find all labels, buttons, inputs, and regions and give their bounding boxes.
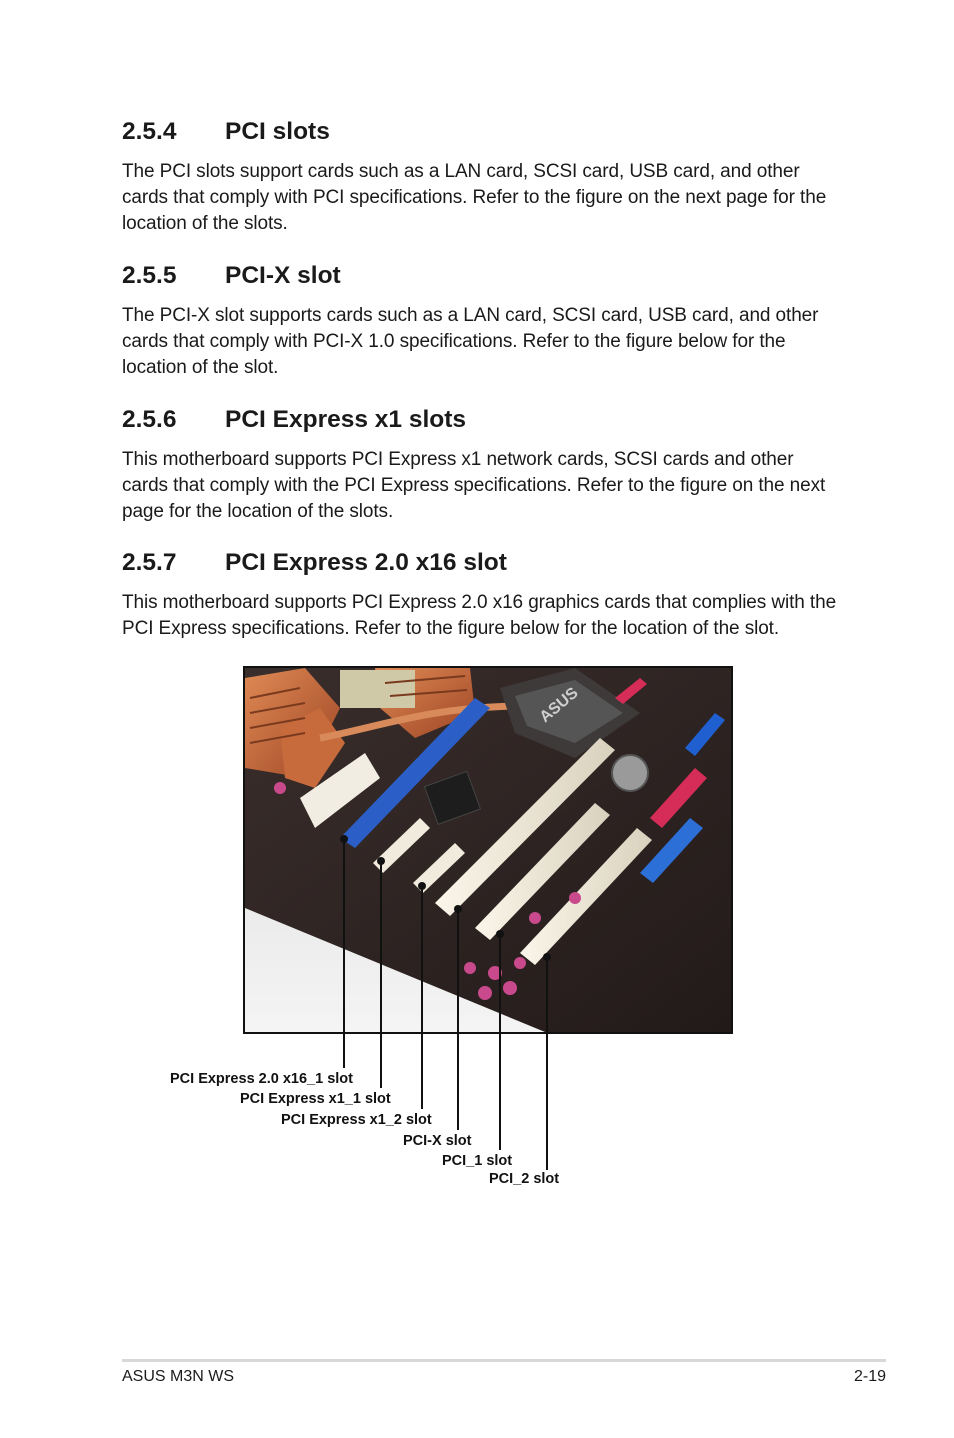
callout-label-pcie-x1-2: PCI Express x1_2 slot xyxy=(281,1112,432,1128)
atx-power-connector xyxy=(300,753,380,828)
callout-label-pcie-x1-1: PCI Express x1_1 slot xyxy=(240,1091,391,1107)
section-number: 2.5.7 xyxy=(122,549,177,576)
controller-chip xyxy=(423,770,482,825)
ide-connector xyxy=(685,713,725,756)
section-number: 2.5.4 xyxy=(122,118,177,145)
section-body: This motherboard supports PCI Express 2.… xyxy=(122,592,837,639)
connector-red-top xyxy=(615,678,647,704)
pcie-x1-slot-2 xyxy=(413,843,465,893)
capacitors xyxy=(274,782,581,1000)
section-heading: 2.5.4 PCI slots xyxy=(122,118,842,148)
pcix-slot xyxy=(435,738,615,916)
footer-divider xyxy=(122,1359,886,1362)
motherboard-illustration: ASUS xyxy=(245,668,731,1032)
motherboard-photo: ASUS xyxy=(243,666,733,1034)
pcie-x1-slot-1 xyxy=(373,818,430,873)
footer-product-name: ASUS M3N WS xyxy=(122,1368,235,1385)
section-title: PCI slots xyxy=(225,118,330,145)
callout-label-pci-2: PCI_2 slot xyxy=(489,1171,560,1187)
section-pci-x-slot: 2.5.5 PCI-X slot The PCI-X slot supports… xyxy=(122,262,842,381)
sata-connectors-red xyxy=(650,768,707,828)
cpu-socket xyxy=(340,670,415,708)
section-number: 2.5.6 xyxy=(122,406,177,433)
section-title: PCI Express 2.0 x16 slot xyxy=(225,549,507,576)
cmos-battery xyxy=(611,754,649,792)
callout-label-pcix: PCI-X slot xyxy=(403,1133,472,1149)
section-title: PCI-X slot xyxy=(225,262,341,289)
section-body: The PCI slots support cards such as a LA… xyxy=(122,161,827,234)
section-body: The PCI-X slot supports cards such as a … xyxy=(122,305,819,378)
chipset-heatsink xyxy=(500,668,640,758)
section-heading: 2.5.5 PCI-X slot xyxy=(122,262,842,292)
section-pci-express-x1-slots: 2.5.6 PCI Express x1 slots This motherbo… xyxy=(122,406,842,525)
sata-connectors-blue xyxy=(640,818,703,883)
callout-label-pci-1: PCI_1 slot xyxy=(442,1153,513,1169)
pci-2-slot xyxy=(520,828,652,965)
section-number: 2.5.5 xyxy=(122,262,177,289)
footer-page-number: 2-19 xyxy=(853,1368,886,1385)
heatsink-fins xyxy=(249,675,468,744)
section-pci-express-x16-slot: 2.5.7 PCI Express 2.0 x16 slot This moth… xyxy=(122,549,842,642)
section-body: This motherboard supports PCI Express x1… xyxy=(122,449,826,522)
section-pci-slots: 2.5.4 PCI slots The PCI slots support ca… xyxy=(122,118,842,237)
section-heading: 2.5.6 PCI Express x1 slots xyxy=(122,406,842,436)
section-title: PCI Express x1 slots xyxy=(225,406,467,433)
callout-label-pcie-x16: PCI Express 2.0 x16_1 slot xyxy=(170,1071,353,1087)
pcie-x16-slot xyxy=(340,698,490,848)
section-heading: 2.5.7 PCI Express 2.0 x16 slot xyxy=(122,549,842,579)
pci-1-slot xyxy=(475,803,610,940)
